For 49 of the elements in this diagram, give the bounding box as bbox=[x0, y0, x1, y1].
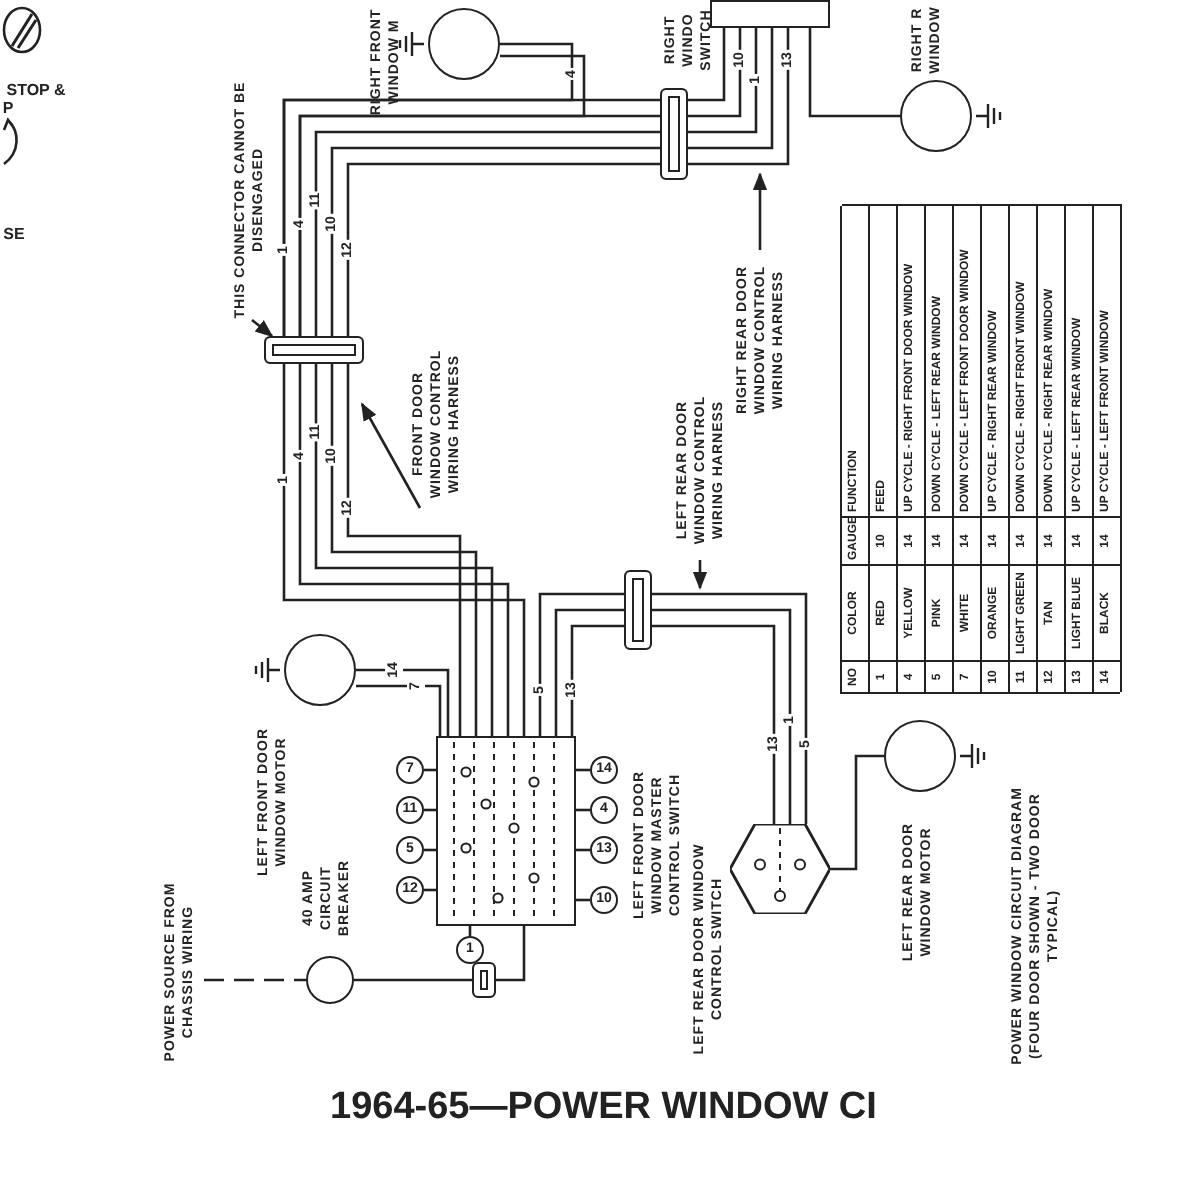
wire bbox=[576, 898, 590, 902]
leader-arrow bbox=[251, 319, 274, 338]
wire bbox=[538, 592, 624, 736]
leader-arrow bbox=[752, 172, 768, 250]
wire bbox=[830, 754, 884, 871]
wire bbox=[468, 926, 472, 936]
switch-housing bbox=[710, 0, 830, 28]
wire bbox=[652, 592, 808, 824]
wire bbox=[570, 624, 624, 736]
wire bbox=[576, 768, 590, 772]
wire bbox=[496, 926, 526, 982]
wire bbox=[688, 28, 742, 118]
wire bbox=[688, 28, 790, 166]
motor-symbol bbox=[884, 720, 956, 792]
wire bbox=[314, 364, 494, 736]
wire bbox=[330, 364, 478, 736]
leader-arrow bbox=[360, 402, 422, 509]
wire bbox=[652, 624, 776, 824]
connector-plug bbox=[472, 962, 496, 998]
wire bbox=[424, 768, 436, 772]
wire bbox=[424, 848, 436, 852]
wire bbox=[554, 608, 624, 736]
wire bbox=[576, 848, 590, 852]
wire bbox=[354, 978, 472, 982]
wire bbox=[688, 28, 758, 134]
wire bbox=[688, 28, 774, 150]
wire bbox=[424, 808, 436, 812]
wire bbox=[808, 28, 900, 118]
wire bbox=[576, 808, 590, 812]
text-fragment: STOP & bbox=[6, 81, 66, 99]
connector-plug bbox=[660, 88, 688, 180]
connector-plug bbox=[624, 570, 652, 650]
text-fragment: SE bbox=[3, 225, 25, 243]
switch-housing bbox=[730, 824, 830, 914]
wire bbox=[652, 608, 792, 824]
connector-plug bbox=[264, 336, 364, 364]
page-title: 1964-65—POWER WINDOW CI bbox=[330, 1086, 877, 1130]
motor-symbol bbox=[900, 80, 972, 152]
wire bbox=[356, 684, 442, 736]
wire bbox=[204, 978, 306, 982]
wire bbox=[688, 28, 726, 102]
wire bbox=[424, 888, 436, 892]
motor-symbol bbox=[428, 8, 500, 80]
circuit-breaker-symbol bbox=[306, 956, 354, 1004]
wire bbox=[356, 668, 450, 736]
leader-arrow bbox=[692, 560, 708, 590]
motor-symbol bbox=[284, 634, 356, 706]
wire bbox=[346, 364, 462, 736]
text-fragment: P bbox=[2, 99, 14, 117]
